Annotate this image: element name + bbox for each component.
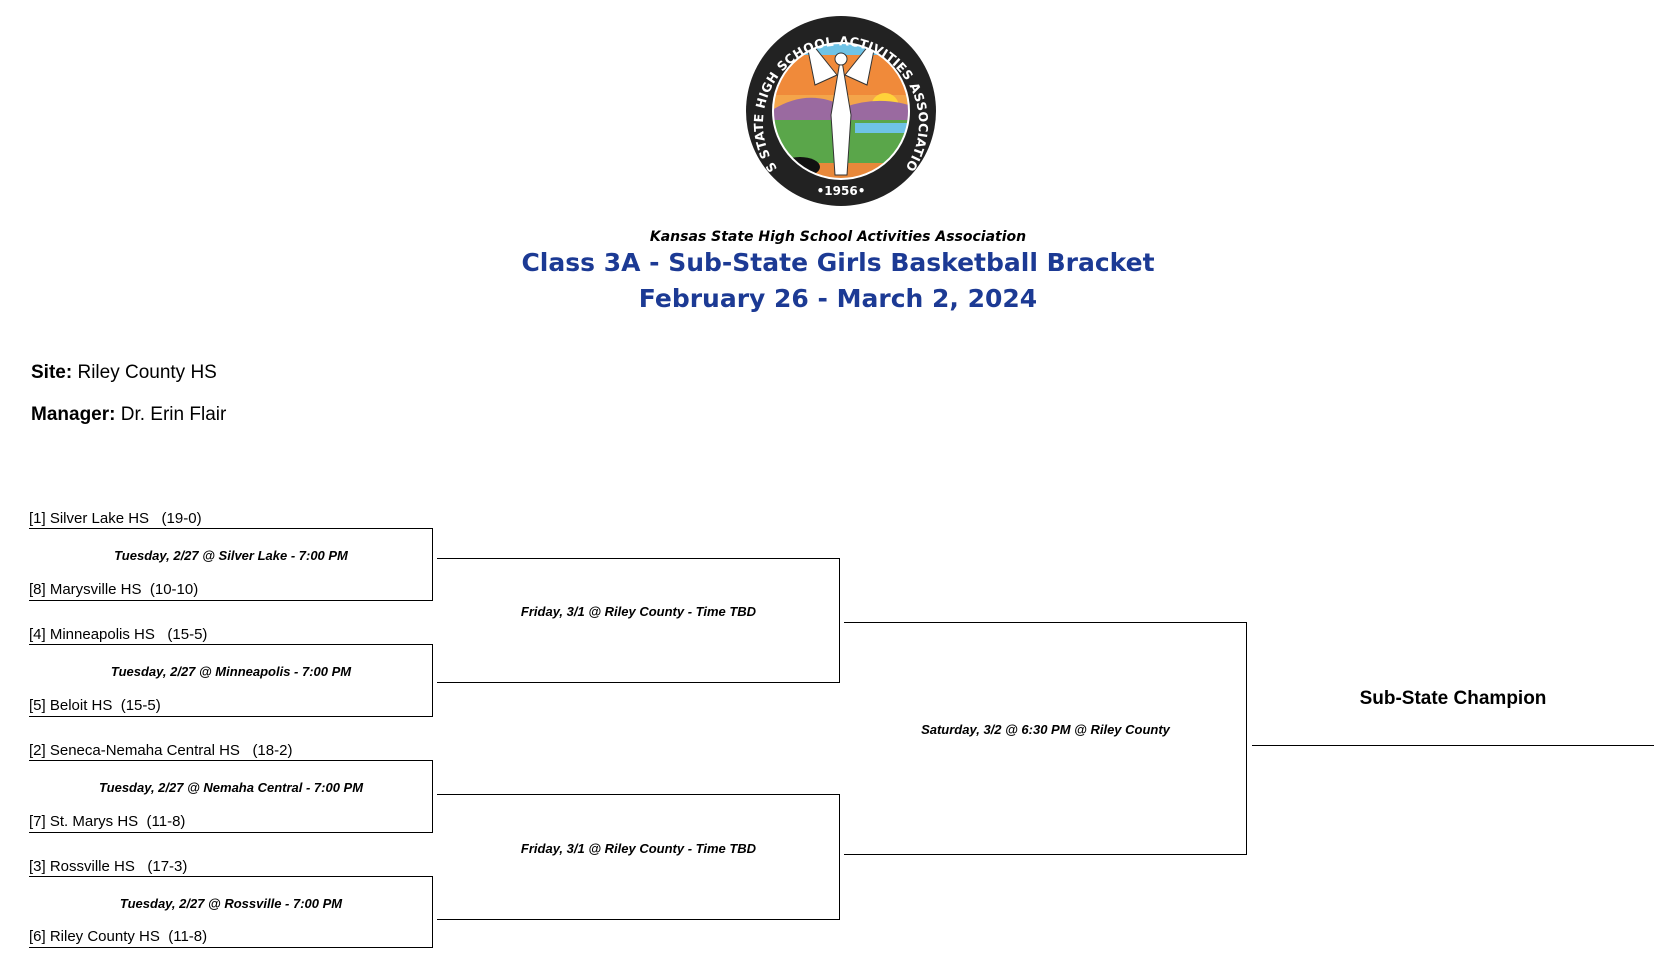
bracket-line	[29, 528, 433, 601]
org-name: Kansas State High School Activities Asso…	[649, 229, 1027, 245]
bracket-line	[844, 622, 1247, 855]
game-info: Tuesday, 2/27 @ Rossville - 7:00 PM	[119, 896, 343, 911]
bracket-line	[437, 558, 840, 683]
date-range: February 26 - March 2, 2024	[638, 284, 1038, 313]
game-info: Friday, 3/1 @ Riley County - Time TBD	[520, 604, 757, 619]
game-info: Tuesday, 2/27 @ Silver Lake - 7:00 PM	[114, 548, 348, 563]
game-info: Friday, 3/1 @ Riley County - Time TBD	[520, 841, 757, 856]
game-info: Tuesday, 2/27 @ Nemaha Central - 7:00 PM	[98, 780, 364, 795]
champion-line	[1252, 745, 1654, 746]
bracket-line	[29, 760, 433, 833]
page-title: Class 3A - Sub-State Girls Basketball Br…	[521, 248, 1155, 277]
manager-label: Manager:	[31, 404, 116, 425]
khsaa-logo: KANSAS STATE HIGH SCHOOL ACTIVITIES ASSO…	[740, 3, 937, 207]
site-value: Riley County HS	[77, 362, 217, 383]
manager-info: Manager: Dr. Erin Flair	[31, 404, 226, 426]
team-slot: [2] Seneca-Nemaha Central HS (18-2)	[29, 742, 293, 759]
logo-year: •1956•	[817, 184, 866, 198]
bracket-line	[437, 794, 840, 920]
team-slot: [3] Rossville HS (17-3)	[29, 858, 188, 875]
team-slot: [7] St. Marys HS (11-8)	[29, 813, 186, 830]
team-slot: [4] Minneapolis HS (15-5)	[29, 626, 208, 643]
champion-label: Sub-State Champion	[1359, 688, 1547, 709]
game-info: Saturday, 3/2 @ 6:30 PM @ Riley County	[921, 722, 1170, 737]
game-info: Tuesday, 2/27 @ Minneapolis - 7:00 PM	[110, 664, 352, 679]
site-info: Site: Riley County HS	[31, 362, 217, 384]
bracket-line	[29, 876, 433, 948]
team-slot: [5] Beloit HS (15-5)	[29, 697, 161, 714]
team-slot: [8] Marysville HS (10-10)	[29, 581, 199, 598]
team-slot: [1] Silver Lake HS (19-0)	[29, 510, 202, 527]
bracket-line	[29, 644, 433, 717]
team-slot: [6] Riley County HS (11-8)	[29, 928, 208, 945]
manager-value: Dr. Erin Flair	[120, 404, 227, 425]
site-label: Site:	[31, 362, 73, 383]
